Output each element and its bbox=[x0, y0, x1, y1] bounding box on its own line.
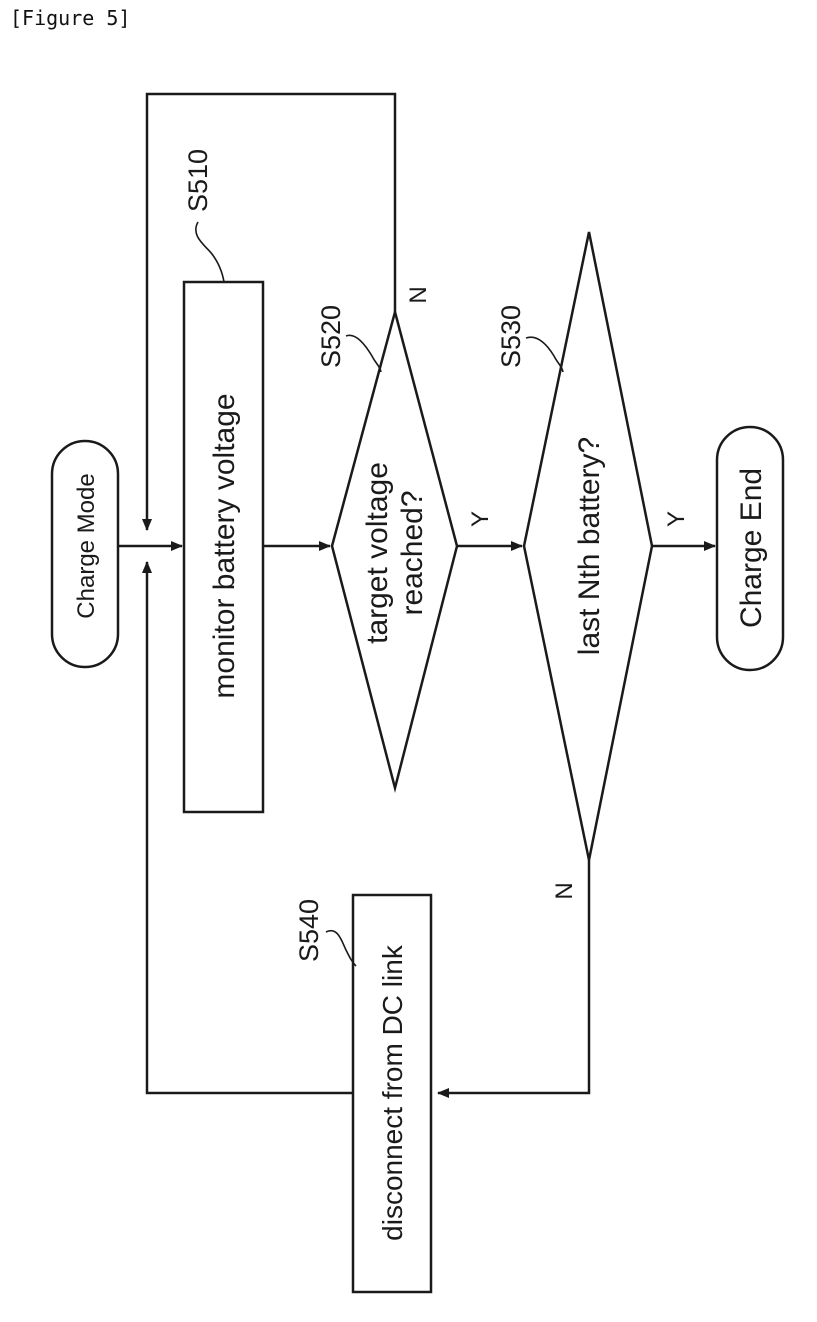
decision1-label-line1: target voltage bbox=[361, 462, 394, 644]
decision1-no-label: N bbox=[405, 286, 432, 303]
decision1-yes-label: Y bbox=[467, 511, 494, 527]
decision2-yes-label: Y bbox=[663, 511, 690, 527]
decision1-label-line2: reached? bbox=[396, 490, 429, 615]
monitor-label: monitor battery voltage bbox=[208, 393, 241, 698]
decision2-no-label: N bbox=[551, 882, 578, 899]
decision2-label: last Nth battery? bbox=[573, 437, 606, 655]
ref-s510: S510 bbox=[183, 149, 213, 212]
end-label: Charge End bbox=[735, 468, 768, 628]
decision1-diamond bbox=[332, 312, 457, 788]
ref-s530: S530 bbox=[496, 305, 526, 368]
leader-s540 bbox=[326, 931, 356, 966]
leader-s530 bbox=[526, 337, 563, 372]
ref-s540: S540 bbox=[294, 899, 324, 962]
ref-s520: S520 bbox=[316, 305, 346, 368]
start-label: Charge Mode bbox=[73, 473, 100, 618]
leader-s520 bbox=[346, 335, 381, 372]
leader-s510 bbox=[196, 222, 224, 282]
disconnect-label: disconnect from DC link bbox=[377, 944, 408, 1241]
